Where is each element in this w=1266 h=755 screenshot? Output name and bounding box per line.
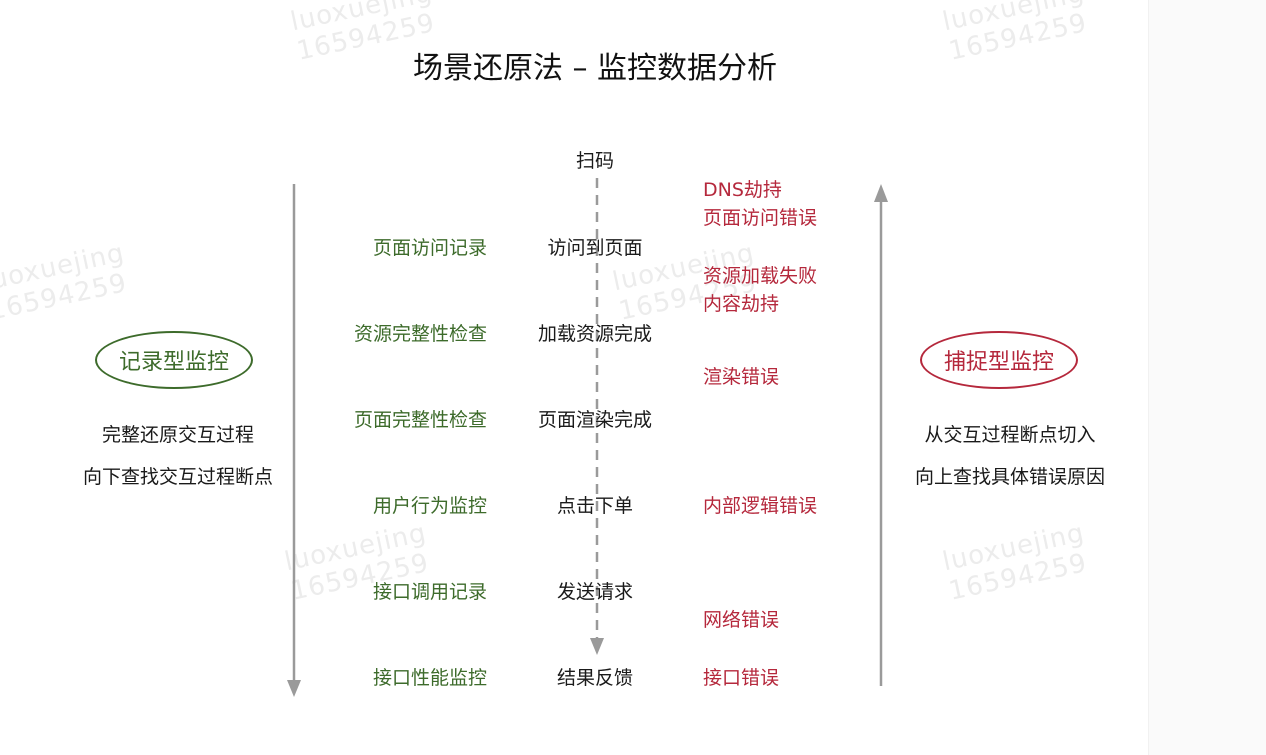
up-arrow-head — [874, 184, 888, 202]
record-monitor-item: 接口性能监控 — [372, 667, 487, 689]
left-desc-line: 向下查找交互过程断点 — [82, 466, 273, 488]
record-monitor-item: 接口调用记录 — [372, 581, 487, 603]
record-monitor-item: 资源完整性检查 — [353, 323, 487, 345]
right-desc-line: 从交互过程断点切入 — [924, 424, 1096, 446]
right-desc-line: 向上查找具体错误原因 — [914, 466, 1105, 488]
flow-step: 访问到页面 — [547, 237, 643, 259]
flow-arrow-head — [590, 638, 604, 655]
flow-step: 页面渲染完成 — [537, 409, 652, 431]
right-margin-strip — [1148, 0, 1266, 755]
flow-step: 点击下单 — [556, 495, 633, 517]
down-arrow-head — [287, 680, 301, 697]
flow-start: 扫码 — [575, 150, 614, 172]
error-item: 内容劫持 — [703, 293, 780, 315]
error-item: 资源加载失败 — [703, 265, 818, 287]
error-item: DNS劫持 — [703, 179, 782, 201]
error-item: 渲染错误 — [703, 366, 780, 388]
record-monitor-item: 用户行为监控 — [372, 495, 487, 517]
error-item: 网络错误 — [703, 609, 780, 631]
page-title: 场景还原法 – 监控数据分析 — [412, 51, 778, 86]
left-desc-line: 完整还原交互过程 — [101, 424, 254, 446]
flow-step: 发送请求 — [556, 581, 633, 603]
error-item: 内部逻辑错误 — [703, 495, 818, 517]
capture-monitor-label: 捕捉型监控 — [943, 350, 1054, 375]
record-monitor-label: 记录型监控 — [118, 350, 229, 375]
flow-step: 加载资源完成 — [537, 323, 652, 345]
error-item: 页面访问错误 — [703, 207, 818, 229]
record-monitor-badge: 记录型监控 — [95, 331, 253, 389]
record-monitor-item: 页面访问记录 — [372, 237, 487, 259]
error-item: 接口错误 — [703, 667, 780, 689]
record-monitor-item: 页面完整性检查 — [353, 409, 487, 431]
flow-step: 结果反馈 — [556, 667, 633, 689]
capture-monitor-badge: 捕捉型监控 — [920, 331, 1078, 389]
